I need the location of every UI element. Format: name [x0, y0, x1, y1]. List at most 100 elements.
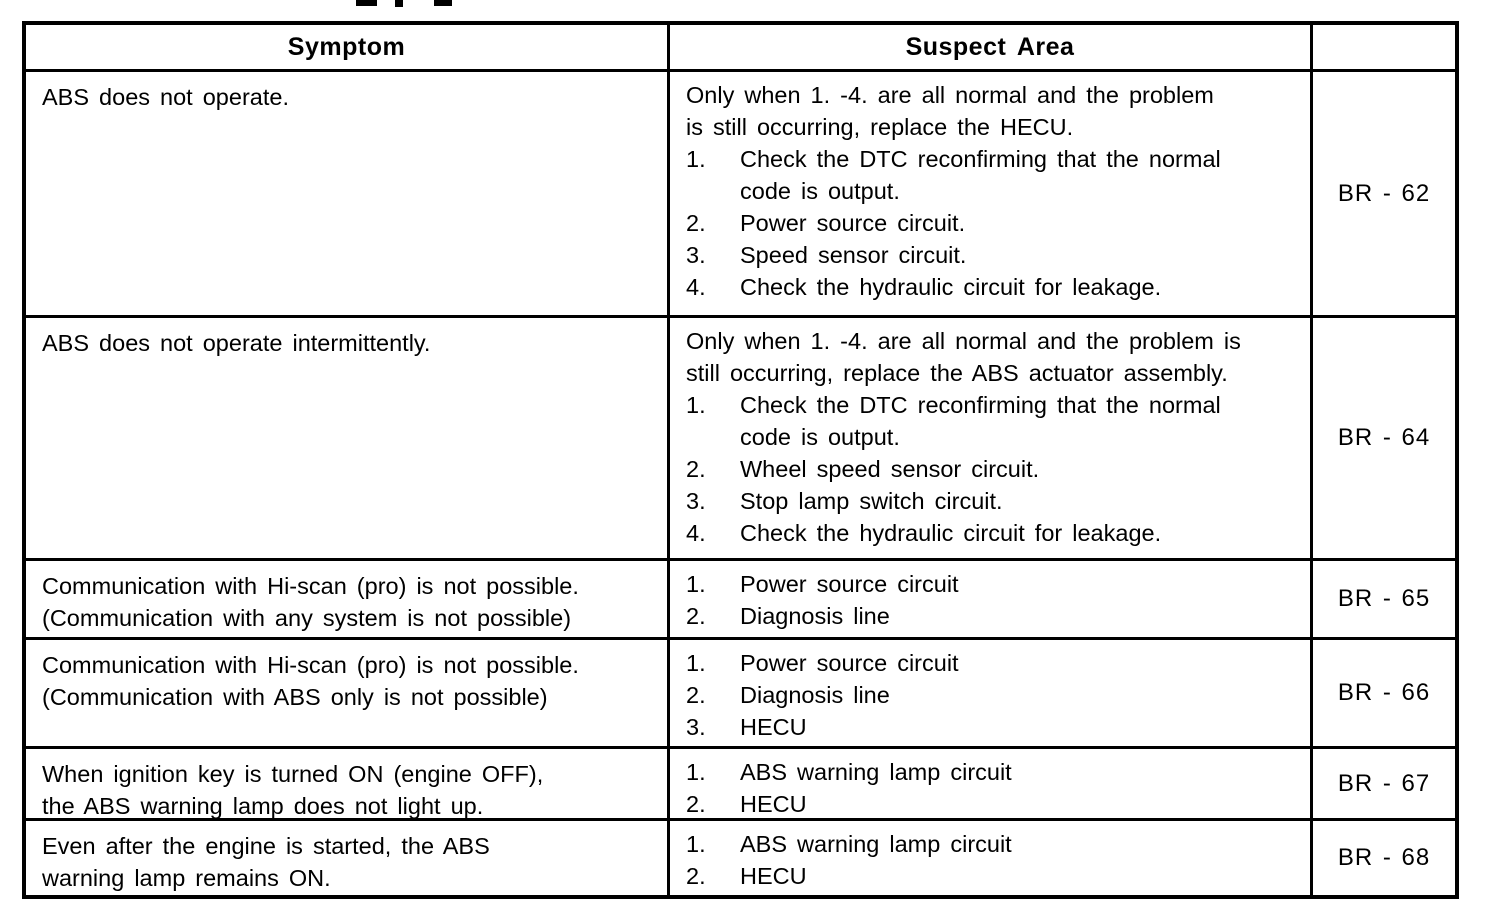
suspect-item: 3. Speed sensor circuit. [686, 239, 1298, 271]
symptom-text: (Communication with ABS only is not poss… [42, 684, 548, 710]
symptom-text: warning lamp remains ON. [42, 865, 331, 891]
page-ref: BR - 62 [1337, 179, 1431, 207]
item-text: Check the hydraulic circuit for leakage. [740, 517, 1161, 549]
suspect-area-cell: Only when 1. -4. are all normal and the … [667, 318, 1310, 558]
suspect-item: 1. Check the DTC reconfirming that the n… [686, 143, 1298, 207]
item-text: HECU [740, 788, 807, 818]
suspect-intro-line: Only when 1. -4. are all normal and the … [686, 328, 1241, 354]
symptom-text: When ignition key is turned ON (engine O… [42, 761, 544, 787]
item-number: 1. [686, 759, 706, 785]
item-text: Power source circuit [740, 568, 959, 600]
item-number: 1. [686, 831, 706, 857]
suspect-item: 1. Power source circuit [686, 568, 1298, 600]
item-number: 1. [686, 392, 706, 418]
suspect-area-cell: 1. Power source circuit 2. Diagnosis lin… [667, 561, 1310, 637]
item-text-line: HECU [740, 791, 807, 817]
header-suspect-area: Suspect Area [667, 25, 1310, 69]
item-number: 2. [686, 456, 706, 482]
symptom-text: (Communication with any system is not po… [42, 605, 572, 631]
item-text-line: HECU [740, 863, 807, 889]
suspect-intro-line: Only when 1. -4. are all normal and the … [686, 82, 1214, 108]
symptom-text: Even after the engine is started, the AB… [42, 833, 490, 859]
item-number: 2. [686, 603, 706, 629]
item-number: 1. [686, 650, 706, 676]
page-ref: BR - 67 [1337, 769, 1431, 797]
item-text: ABS warning lamp circuit [740, 828, 1012, 860]
page-ref-cell: BR - 62 [1310, 72, 1455, 315]
cut-off-glyph-mark [434, 0, 452, 6]
item-text-line: ABS warning lamp circuit [740, 831, 1012, 857]
item-text-line: Check the DTC reconfirming that the norm… [740, 392, 1221, 418]
item-text: Diagnosis line [740, 600, 890, 632]
item-text: Diagnosis line [740, 679, 890, 711]
symptom-cell: ABS does not operate. [26, 72, 667, 315]
item-text: Wheel speed sensor circuit. [740, 453, 1039, 485]
header-symptom: Symptom [26, 25, 667, 69]
item-text-line: Wheel speed sensor circuit. [740, 456, 1040, 482]
symptom-cell: ABS does not operate intermittently. [26, 318, 667, 558]
page-ref-cell: BR - 67 [1310, 749, 1455, 818]
symptom-cell: Even after the engine is started, the AB… [26, 821, 667, 895]
item-number: 3. [686, 714, 706, 740]
item-number: 2. [686, 210, 706, 236]
table-row: When ignition key is turned ON (engine O… [26, 746, 1455, 818]
item-number: 4. [686, 274, 706, 300]
symptom-cell: When ignition key is turned ON (engine O… [26, 749, 667, 818]
item-text: Check the DTC reconfirming that the norm… [740, 143, 1221, 207]
table-row: ABS does not operate. Only when 1. -4. a… [26, 69, 1455, 315]
suspect-area-cell: 1. ABS warning lamp circuit 2. HECU [667, 821, 1310, 895]
item-text: HECU [740, 860, 807, 892]
header-page-ref [1310, 25, 1455, 69]
suspect-item: 2. Diagnosis line [686, 679, 1298, 711]
item-text: Check the DTC reconfirming that the norm… [740, 389, 1221, 453]
suspect-item: 1. ABS warning lamp circuit [686, 756, 1298, 788]
item-text-line: Check the hydraulic circuit for leakage. [740, 274, 1162, 300]
page-ref-cell: BR - 68 [1310, 821, 1455, 895]
suspect-item: 4. Check the hydraulic circuit for leaka… [686, 517, 1298, 549]
suspect-item: 1. Power source circuit [686, 647, 1298, 679]
item-text-line: Power source circuit [740, 650, 959, 676]
cut-off-glyph-mark [395, 0, 403, 7]
page-ref: BR - 64 [1337, 424, 1431, 451]
item-text: Power source circuit [740, 647, 959, 679]
symptom-text: Communication with Hi-scan (pro) is not … [42, 573, 579, 599]
item-text-line: Power source circuit. [740, 210, 966, 236]
item-text-line: Diagnosis line [740, 682, 890, 708]
item-number: 4. [686, 520, 706, 546]
suspect-item: 2. HECU [686, 788, 1298, 818]
page-ref-cell: BR - 66 [1310, 640, 1455, 746]
item-text: ABS warning lamp circuit [740, 756, 1012, 788]
suspect-intro-line: still occurring, replace the ABS actuato… [686, 360, 1228, 386]
symptom-cell: Communication with Hi-scan (pro) is not … [26, 561, 667, 637]
item-text-line: Power source circuit [740, 571, 959, 597]
table-row: Communication with Hi-scan (pro) is not … [26, 637, 1455, 746]
table-header-row: Symptom Suspect Area [26, 25, 1455, 69]
header-symptom-label: Symptom [287, 32, 406, 61]
item-text: Speed sensor circuit. [740, 239, 966, 271]
suspect-area-cell: Only when 1. -4. are all normal and the … [667, 72, 1310, 315]
item-number: 1. [686, 571, 706, 597]
symptom-cell: Communication with Hi-scan (pro) is not … [26, 640, 667, 746]
suspect-item: 1. ABS warning lamp circuit [686, 828, 1298, 860]
item-text: Stop lamp switch circuit. [740, 485, 1003, 517]
item-number: 2. [686, 682, 706, 708]
page-ref: BR - 66 [1337, 679, 1431, 706]
symptom-text: Communication with Hi-scan (pro) is not … [42, 652, 579, 678]
suspect-item: 3. Stop lamp switch circuit. [686, 485, 1298, 517]
suspect-item: 2. HECU [686, 860, 1298, 892]
suspect-item: 1. Check the DTC reconfirming that the n… [686, 389, 1298, 453]
item-text-line: Diagnosis line [740, 603, 890, 629]
suspect-area-cell: 1. Power source circuit 2. Diagnosis lin… [667, 640, 1310, 746]
suspect-intro-line: is still occurring, replace the HECU. [686, 114, 1074, 140]
item-number: 2. [686, 863, 706, 889]
cut-off-glyph-mark [356, 0, 377, 6]
symptom-text: the ABS warning lamp does not light up. [42, 793, 484, 818]
page-ref: BR - 65 [1337, 585, 1431, 612]
table-row: Even after the engine is started, the AB… [26, 818, 1455, 895]
table-row: Communication with Hi-scan (pro) is not … [26, 558, 1455, 637]
item-text-line: HECU [740, 714, 807, 740]
page-ref-cell: BR - 65 [1310, 561, 1455, 637]
item-number: 2. [686, 791, 706, 817]
item-text-line: Check the hydraulic circuit for leakage. [740, 520, 1162, 546]
symptom-text: ABS does not operate intermittently. [42, 330, 431, 356]
